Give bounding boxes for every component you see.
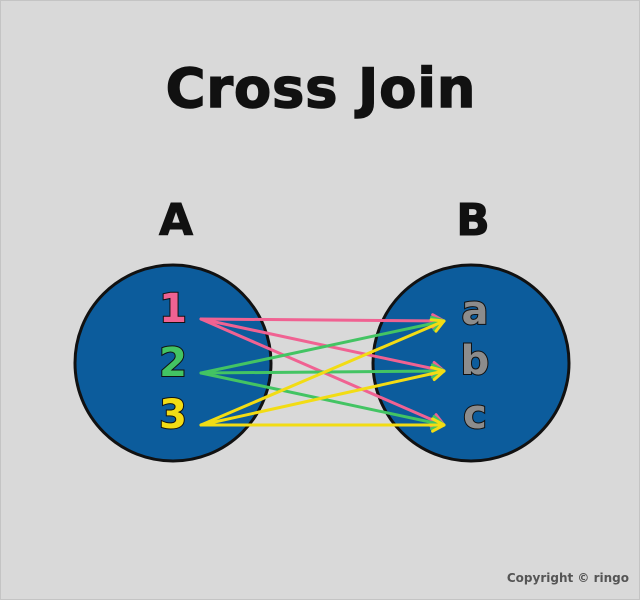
copyright-text: Copyright © ringo [506,571,629,585]
set-a-element-3: 3 [159,392,187,438]
set-b-label: B [456,195,491,247]
set-b-element-c: c [463,392,487,438]
set-b-circle [371,263,571,463]
set-a-element-1: 1 [159,286,187,332]
diagram-title: Cross Join [165,56,477,121]
set-a-circle [73,263,273,463]
arrow-3-b [199,365,446,427]
set-b-element-a: a [462,288,489,334]
set-a-element-2: 2 [159,340,187,386]
arrow-overlay [199,313,446,433]
set-a-label: A [158,195,194,247]
arrow-3-a [199,318,446,427]
set-b-element-b: b [461,338,490,384]
arrow-3-c [199,417,446,433]
element-layer: 1 2 3 abc [158,285,490,439]
